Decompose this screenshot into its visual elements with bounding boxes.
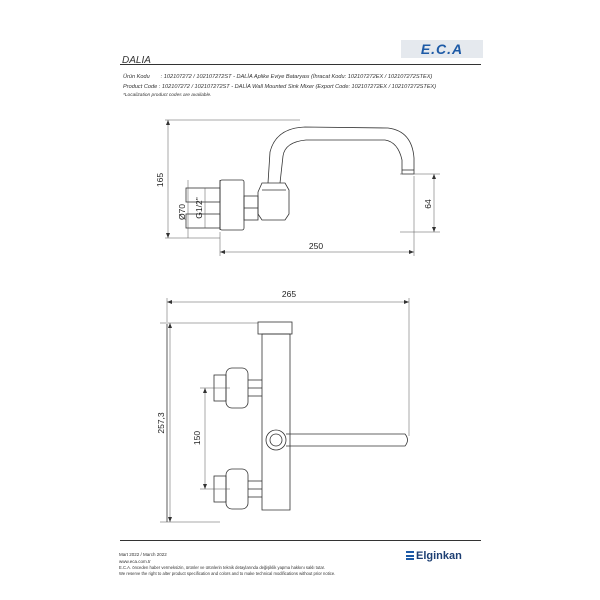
dim-64: 64 — [423, 199, 433, 209]
product-code-tr-label: Ürün Kodu — [123, 74, 150, 80]
front-body — [261, 333, 291, 511]
side-arrows — [166, 120, 436, 254]
elginkan-text: Elginkan — [416, 550, 462, 562]
side-spout — [267, 126, 415, 184]
localization-note: *Localization product codes are availabl… — [123, 93, 212, 98]
footer-note-en: We reserve the right to alter product sp… — [119, 571, 336, 576]
eca-logo-text: E.C.A — [420, 41, 464, 57]
dim-150: 150 — [192, 431, 202, 445]
dim-257: 257,3 — [156, 412, 166, 434]
footer-date: Mart 2022 / March 2022 — [119, 552, 167, 557]
front-dimensions — [160, 298, 410, 523]
product-code-en-label: Product Code — [123, 84, 158, 90]
dim-thread: G1/2" — [194, 197, 204, 218]
side-dimensions — [165, 119, 440, 256]
front-view — [166, 321, 408, 522]
side-view — [185, 126, 415, 231]
footer-rule — [120, 540, 481, 541]
front-arrows — [167, 300, 409, 522]
dim-250: 250 — [309, 241, 323, 251]
product-code-en-text: : 102107272 / 102107272ST - DALİA Wall M… — [158, 84, 437, 90]
product-code-en: Product Code : 102107272 / 102107272ST -… — [123, 84, 436, 90]
footer-note-tr: E.C.A. önceden haber vermeksizin, ürünle… — [119, 565, 325, 570]
product-title: DALIA — [122, 55, 151, 66]
eca-logo: E.C.A — [401, 40, 483, 58]
elginkan-icon — [406, 551, 414, 560]
front-handle-lever — [286, 433, 408, 447]
footer-website[interactable]: www.eca.com.tr — [119, 559, 151, 564]
dim-265: 265 — [282, 289, 296, 299]
header-rule — [120, 64, 481, 65]
front-handle-hub — [265, 429, 287, 451]
elginkan-logo: Elginkan — [406, 550, 462, 562]
front-spout-top — [257, 321, 293, 335]
side-cartridge — [257, 182, 290, 221]
dim-diameter-70: Ø70 — [177, 204, 187, 220]
dim-165: 165 — [155, 173, 165, 187]
product-code-tr-text: : 102107272 / 102107272ST - DALİA Aplike… — [160, 74, 433, 80]
product-code-tr: Ürün Kodu : 102107272 / 102107272ST - DA… — [123, 74, 432, 80]
side-body — [219, 179, 245, 231]
